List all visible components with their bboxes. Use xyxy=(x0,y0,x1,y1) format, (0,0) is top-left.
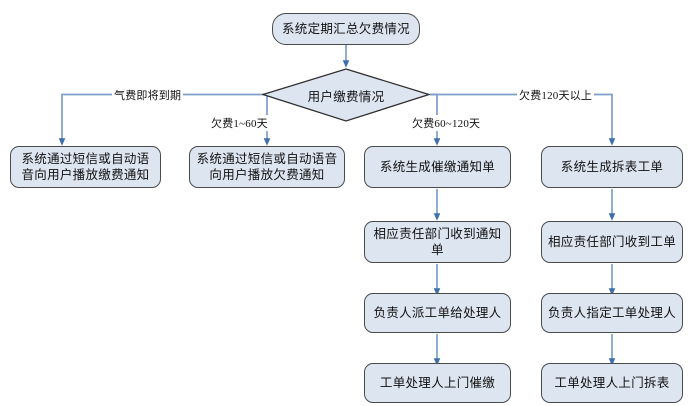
node-c3-r1-label: 系统生成催缴通知单 xyxy=(379,160,496,174)
edge-label-branch1: 气费即将到期 xyxy=(112,87,184,103)
node-c2-r1[interactable]: 系统通过短信或自动语音向用户播放欠费通知 xyxy=(189,146,345,188)
edge-label-branch1-text: 气费即将到期 xyxy=(114,90,182,102)
node-c4-r4[interactable]: 工单处理人上门拆表 xyxy=(541,363,683,403)
node-c3-r3-label: 负责人派工单给处理人 xyxy=(373,306,502,320)
edge-label-branch3-text: 欠费60~120天 xyxy=(412,118,481,130)
node-c1-r1[interactable]: 系统通过短信或自动语音向用户播放缴费通知 xyxy=(10,146,161,188)
node-c3-r4-label: 工单处理人上门催缴 xyxy=(379,376,496,390)
node-c3-r2-label: 相应责任部门收到通知单 xyxy=(373,227,502,257)
node-c4-r2-label: 相应责任部门收到工单 xyxy=(548,235,677,249)
node-c4-r3[interactable]: 负责人指定工单处理人 xyxy=(541,293,683,333)
node-c3-r2[interactable]: 相应责任部门收到通知单 xyxy=(364,221,511,263)
edge-label-branch4-text: 欠费120天以上 xyxy=(519,90,593,102)
node-start[interactable]: 系统定期汇总欠费情况 xyxy=(272,13,420,45)
edge-branch4 xyxy=(430,93,616,146)
node-c3-r1[interactable]: 系统生成催缴通知单 xyxy=(364,146,511,188)
node-start-label: 系统定期汇总欠费情况 xyxy=(281,22,410,36)
node-c3-r4[interactable]: 工单处理人上门催缴 xyxy=(364,363,511,403)
node-c4-r1[interactable]: 系统生成拆表工单 xyxy=(541,146,683,188)
node-decision-label: 用户缴费情况 xyxy=(307,89,385,104)
edge-label-branch4: 欠费120天以上 xyxy=(517,87,595,103)
node-c2-r1-label: 系统通过短信或自动语音向用户播放欠费通知 xyxy=(196,152,338,182)
node-c1-r1-label: 系统通过短信或自动语音向用户播放缴费通知 xyxy=(21,152,150,182)
decision-diamond-shape xyxy=(262,68,430,122)
edge-branch1 xyxy=(58,93,262,146)
edge-label-branch2: 欠费1~60天 xyxy=(209,115,270,131)
edge-label-branch2-text: 欠费1~60天 xyxy=(211,118,268,130)
node-c4-r2[interactable]: 相应责任部门收到工单 xyxy=(541,221,683,263)
edge-label-branch3: 欠费60~120天 xyxy=(410,115,483,131)
node-c3-r3[interactable]: 负责人派工单给处理人 xyxy=(364,293,511,333)
node-decision[interactable]: 用户缴费情况 xyxy=(262,68,430,122)
node-c4-r1-label: 系统生成拆表工单 xyxy=(560,160,664,174)
node-c4-r3-label: 负责人指定工单处理人 xyxy=(548,306,677,320)
node-c4-r4-label: 工单处理人上门拆表 xyxy=(554,376,670,390)
